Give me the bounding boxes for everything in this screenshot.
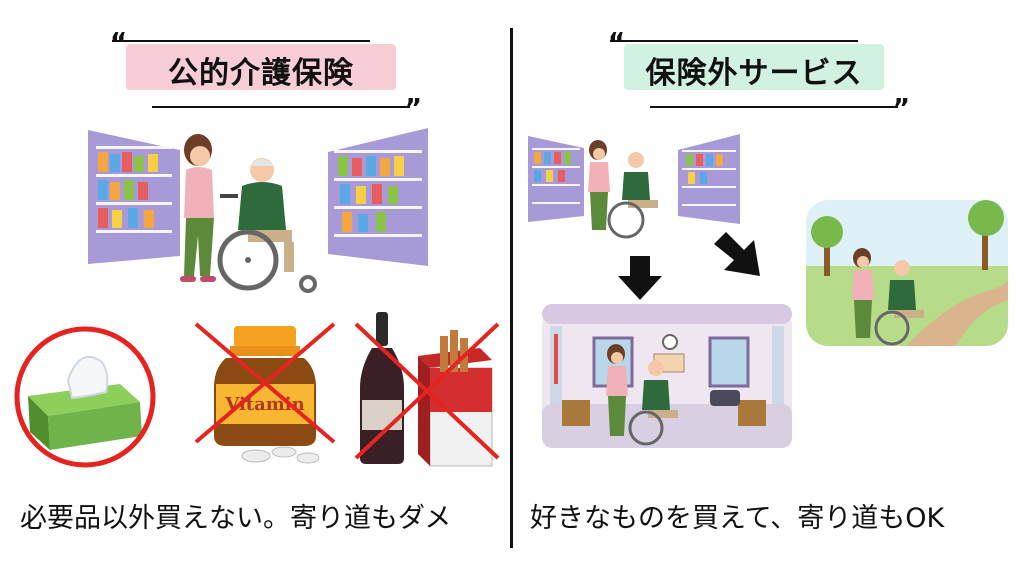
right-park-illustration bbox=[806, 200, 1008, 346]
right-quote-close: ” bbox=[892, 94, 910, 124]
left-quote-open: “ bbox=[110, 28, 128, 58]
right-title-group: 保険外サービス “ ” bbox=[608, 30, 910, 122]
right-title: 保険外サービス bbox=[645, 56, 863, 91]
right-title-highlight bbox=[624, 44, 884, 90]
left-caption: 必要品以外買えない。寄り道もダメ bbox=[20, 503, 452, 534]
right-caption: 好きなものを買えて、寄り道もOK bbox=[530, 503, 945, 534]
left-title-top-line bbox=[112, 40, 370, 42]
right-quote-open: “ bbox=[608, 28, 626, 58]
left-title-highlight bbox=[126, 44, 396, 90]
left-title-group: 公的介護保険 “ ” bbox=[110, 30, 422, 122]
left-vitamin-crossed: Vitamin bbox=[194, 322, 336, 464]
right-salon-illustration bbox=[542, 304, 792, 448]
arrow-diagonal-icon bbox=[714, 232, 760, 276]
right-supermarket-illustration bbox=[528, 134, 740, 239]
left-alcohol-tobacco-crossed bbox=[354, 312, 500, 467]
arrow-down-icon bbox=[618, 256, 662, 300]
left-tissue-box-allowed bbox=[14, 326, 156, 468]
right-title-top-line bbox=[610, 40, 858, 42]
center-divider bbox=[510, 28, 513, 548]
right-title-bottom-line bbox=[650, 106, 898, 108]
left-supermarket-illustration bbox=[88, 128, 428, 293]
left-title: 公的介護保険 bbox=[168, 56, 354, 91]
left-quote-close: ” bbox=[404, 94, 422, 124]
left-title-bottom-line bbox=[152, 106, 410, 108]
